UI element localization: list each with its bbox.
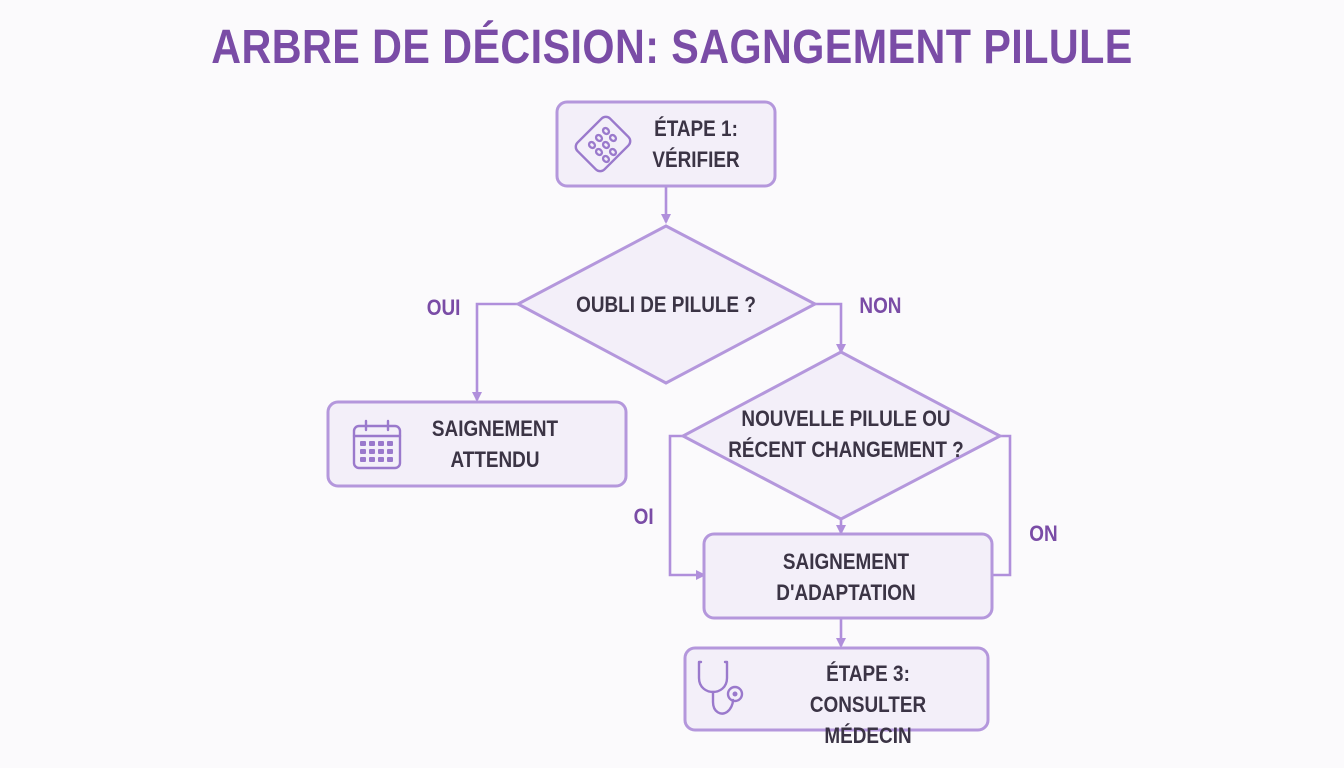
connector-q1-no: [815, 302, 846, 354]
adaptation-bleeding-label: SAIGNEMENT D'ADAPTATION: [751, 546, 940, 608]
question1-diamond: [514, 224, 819, 385]
step1-label: ÉTAPE 1: VÉRIFIER: [644, 113, 747, 175]
adaptation-line1: SAIGNEMENT: [782, 549, 910, 574]
expected-bleeding-box: [326, 400, 628, 488]
adaptation-bleeding-box: [702, 532, 994, 620]
step1-box: [555, 100, 777, 188]
expected-bleeding-label: SAIGNEMENT ATTENDU: [422, 413, 568, 475]
step1-line1: ÉTAPE 1:: [654, 116, 738, 141]
question1-label: OUBLI DE PILULE ?: [571, 289, 760, 320]
pill-pack-icon: [572, 115, 634, 173]
edge-label-q1-no: NON: [859, 293, 902, 318]
connector-q2-no: [992, 434, 1012, 577]
adaptation-line2: D'ADAPTATION: [776, 580, 916, 605]
expected-line1: SAIGNEMENT: [431, 416, 559, 441]
step3-line1: ÉTAPE 3:: [826, 661, 910, 686]
question1-text: OUBLI DE PILULE ?: [576, 292, 756, 317]
question2-line2: RÉCENT CHANGEMENT ?: [728, 437, 964, 462]
step3-label: ÉTAPE 3: CONSULTER MÉDECIN: [765, 658, 971, 751]
expected-line2: ATTENDU: [450, 447, 540, 472]
edge-label-q2-yes: OI: [633, 504, 654, 529]
question2-label: NOUVELLE PILULE OU RÉCENT CHANGEMENT ?: [726, 403, 967, 465]
step3-box: [683, 646, 990, 732]
question2-diamond: [679, 350, 1004, 521]
edge-label-q1-yes: OUI: [426, 295, 461, 320]
question2-line1: NOUVELLE PILULE OU: [741, 406, 951, 431]
edge-label-q2-no: ON: [1029, 521, 1058, 546]
connector-q2-yes: [668, 434, 706, 580]
calendar-icon: [351, 419, 403, 471]
stethoscope-icon: [695, 658, 747, 720]
diagram-title: ARBRE DE DÉCISION: SAGNGEMENT PILULE: [211, 21, 1133, 74]
step3-line2: CONSULTER MÉDECIN: [809, 692, 927, 748]
step1-line2: VÉRIFIER: [652, 147, 740, 172]
connector-q1-yes: [472, 302, 518, 402]
